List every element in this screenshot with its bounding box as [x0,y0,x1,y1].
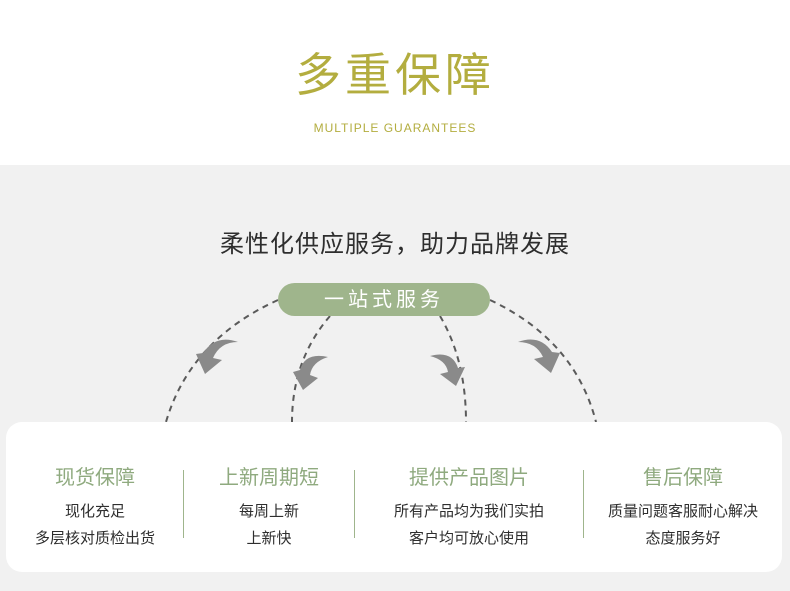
feature-stock-guarantee: 现货保障 现化充足 多层核对质检出货 [6,422,184,572]
feature-line: 客户均可放心使用 [408,529,529,547]
curved-arrow-icon [293,355,328,390]
arc-right-outer [489,299,597,423]
feature-title: 提供产品图片 [409,465,529,489]
header-section [0,0,790,165]
feature-product-photos: 提供产品图片 所有产品均为我们实拍 客户均可放心使用 [355,422,583,572]
curved-arrow-icon [518,339,560,373]
curved-arrow-icon [430,354,465,386]
divider [354,470,355,538]
services-headline: 柔性化供应服务，助力品牌发展 [220,230,570,258]
page-subtitle: MULTIPLE GUARANTEES [313,121,477,135]
feature-line: 每周上新 [238,502,299,520]
feature-line: 现化充足 [64,502,125,520]
feature-line: 多层核对质检出货 [34,529,155,547]
feature-title: 上新周期短 [219,465,319,489]
page-title: 多重保障 [295,48,495,102]
feature-line: 上新快 [246,529,292,547]
curved-arrow-icon [196,339,238,374]
feature-title: 现货保障 [55,465,135,489]
arc-left-outer [165,299,279,423]
feature-line: 所有产品均为我们实拍 [393,502,544,520]
feature-short-cycle: 上新周期短 每周上新 上新快 [184,422,354,572]
divider [583,470,584,538]
feature-line: 质量问题客服耐心解决 [607,502,758,520]
features-card: 现货保障 现化充足 多层核对质检出货 上新周期短 每周上新 上新快 提供产品图片… [6,422,782,572]
feature-title: 售后保障 [643,465,723,489]
feature-after-sales: 售后保障 质量问题客服耐心解决 态度服务好 [584,422,782,572]
arc-left-inner [291,315,331,423]
feature-line: 态度服务好 [645,529,721,547]
one-stop-service-pill: 一站式服务 [278,283,490,316]
divider [183,470,184,538]
